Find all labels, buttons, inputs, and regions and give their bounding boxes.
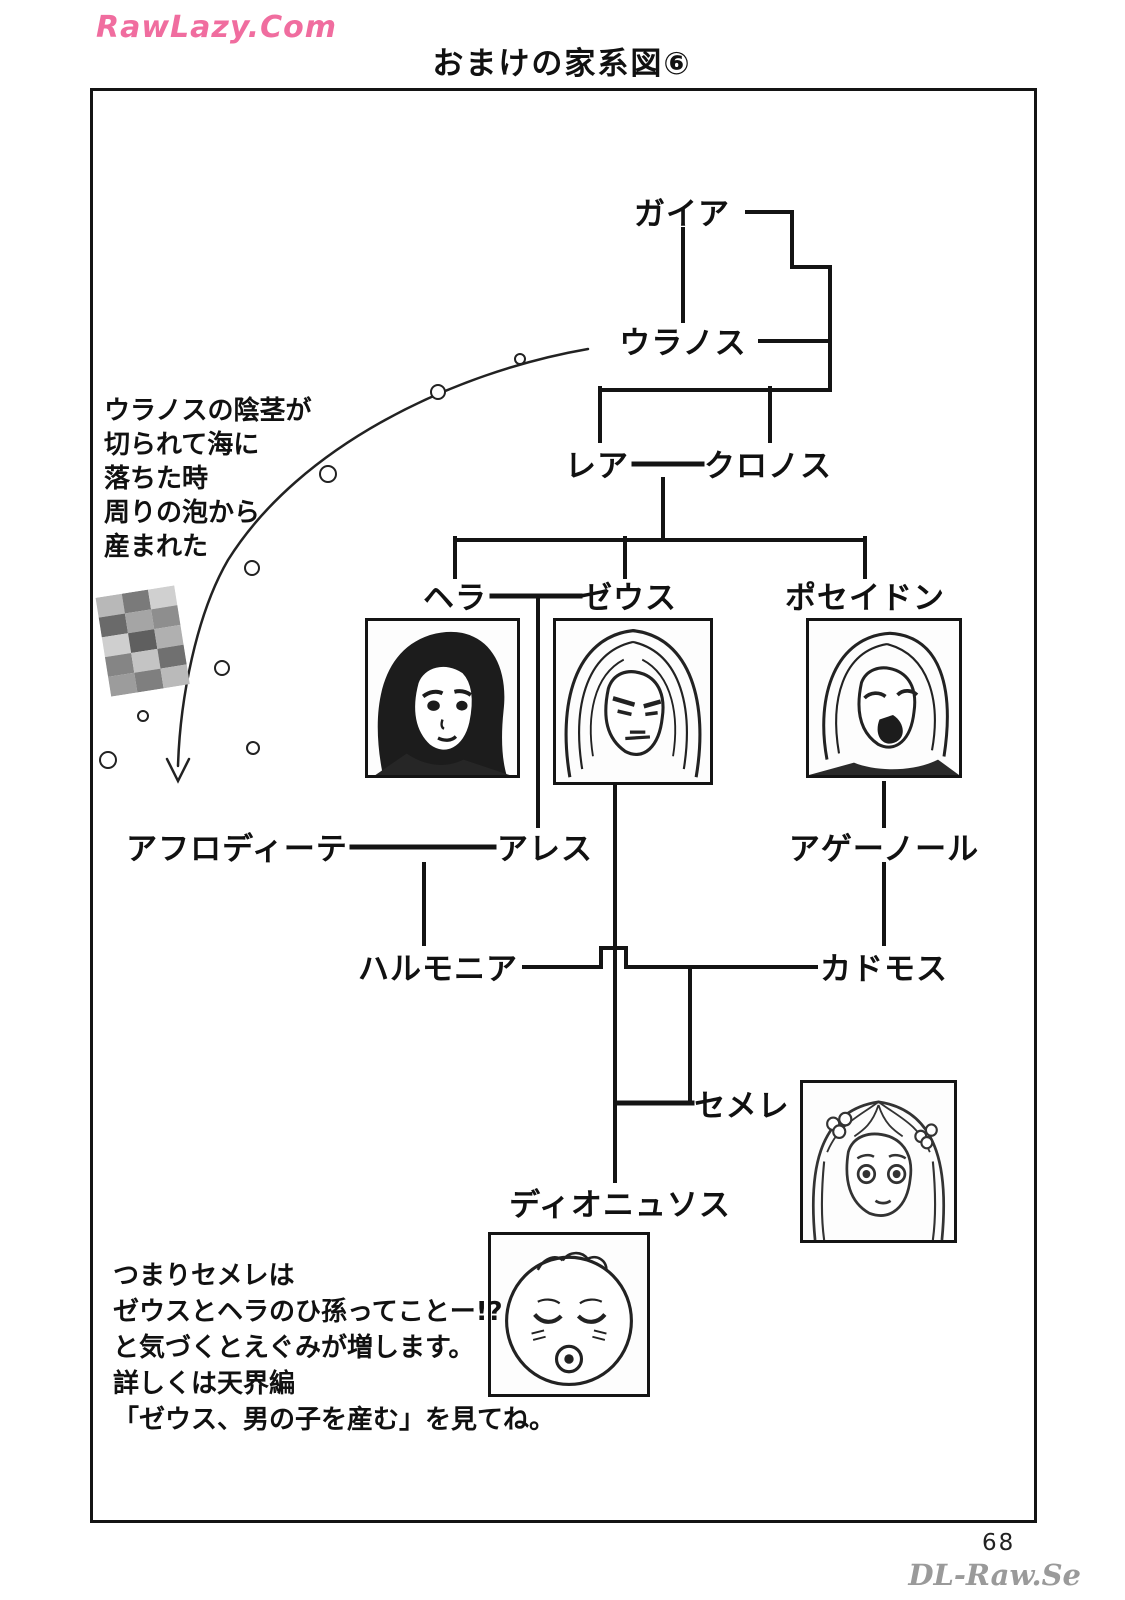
label-zeus: ゼウス: [581, 580, 677, 617]
hera-portrait: [365, 618, 520, 778]
watermark-dlraw: DL-Raw.Se: [908, 1558, 1081, 1592]
label-rhea: レア: [565, 448, 629, 485]
note-bottom-comment: つまりセメレは ゼウスとヘラのひ孫ってことー!? と気づくとえぐみが増します。 …: [113, 1261, 556, 1435]
label-cadmus: カドモス: [820, 951, 948, 988]
semele-portrait: [800, 1080, 957, 1243]
label-hera: ヘラ: [423, 580, 487, 617]
label-uranus: ウラノス: [619, 325, 747, 362]
page-title: おまけの家系図⑥: [432, 46, 692, 82]
semele-portrait-image: [803, 1083, 954, 1240]
label-gaia: ガイア: [634, 196, 730, 233]
label-semele: セメレ: [694, 1088, 790, 1125]
hera-portrait-image: [368, 621, 517, 775]
label-poseidon: ポセイドン: [785, 580, 945, 617]
label-aphrodite: アフロディーテ: [126, 831, 348, 868]
watermark-rawlazy: RawLazy.Com: [96, 10, 337, 45]
poseidon-portrait-image: [809, 621, 959, 775]
label-cronus: クロノス: [704, 448, 832, 485]
page-number: 68: [982, 1530, 1016, 1556]
label-dionysus: ディオニュソス: [509, 1187, 731, 1224]
label-ares: アレス: [497, 831, 593, 868]
zeus-portrait: [553, 618, 713, 785]
family-tree-frame: [90, 88, 1037, 1523]
poseidon-portrait: [806, 618, 962, 778]
dionysus-portrait-image: [491, 1235, 647, 1394]
zeus-portrait-image: [556, 621, 710, 782]
label-agenor: アゲーノール: [788, 831, 980, 868]
censored-pixelated-image: [95, 585, 190, 700]
note-aphrodite-origin: ウラノスの陰茎が 切られて海に 落ちた時 周りの泡から 産まれた: [104, 396, 312, 562]
dionysus-portrait: [488, 1232, 650, 1397]
label-harmonia: ハルモニア: [358, 951, 518, 988]
